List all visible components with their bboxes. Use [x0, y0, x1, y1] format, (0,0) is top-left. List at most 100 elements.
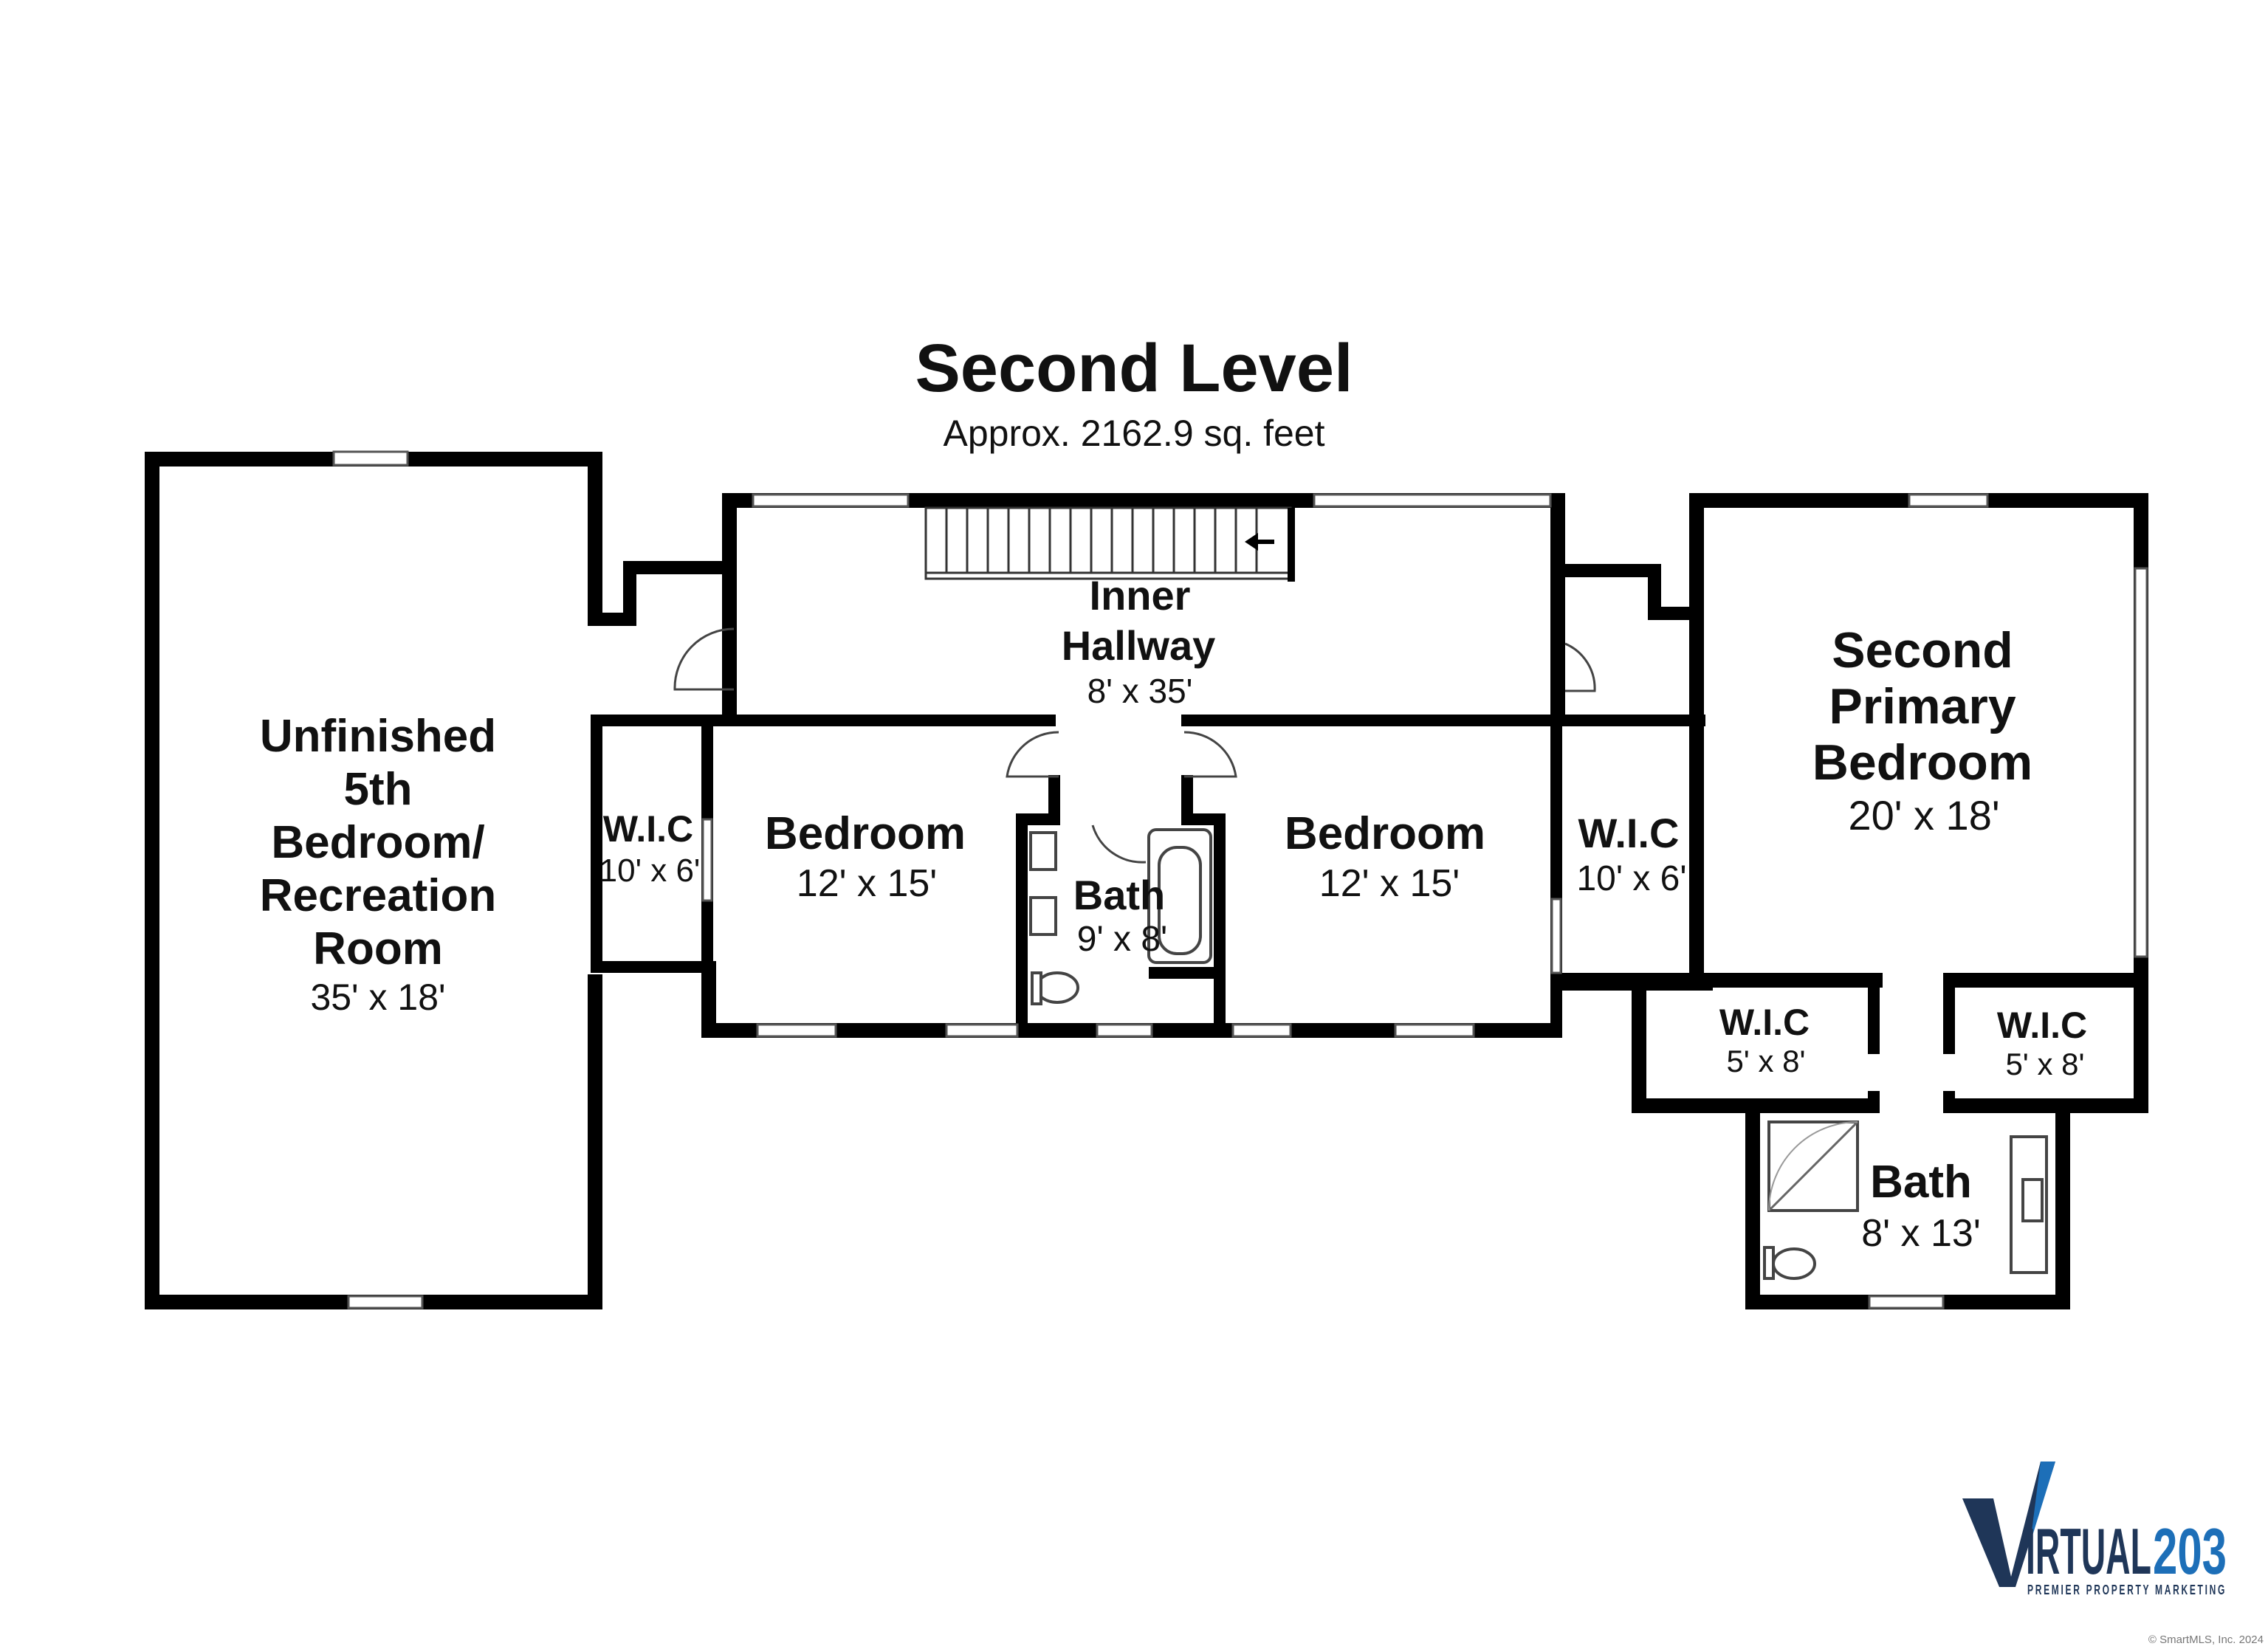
- plan-title: Second Level: [915, 331, 1353, 406]
- window: [1394, 1023, 1475, 1038]
- window: [1868, 1295, 1945, 1309]
- door: [1183, 731, 1237, 778]
- wall: [1943, 1098, 2148, 1113]
- wall: [1550, 493, 1565, 715]
- wall: [588, 452, 602, 620]
- wall: [1689, 493, 1704, 991]
- wall: [1632, 973, 1646, 1113]
- window: [1096, 1023, 1153, 1038]
- room-bath-center: Bath 9' x 8': [1073, 872, 1167, 959]
- room-dims: 35' x 18': [310, 977, 445, 1018]
- wall: [1048, 775, 1060, 825]
- wall: [1181, 715, 1705, 726]
- sink-icon: [1029, 831, 1057, 871]
- logo-word: IRTUAL: [2026, 1515, 2151, 1588]
- room-dims: 8' x 13': [1861, 1212, 1981, 1255]
- window: [756, 1023, 837, 1038]
- room-wic-right: W.I.C 10' x 6': [1576, 810, 1686, 898]
- room-bedroom-right: Bedroom 12' x 15': [1285, 808, 1485, 905]
- room-name: Bath: [1870, 1157, 1972, 1208]
- room-bedroom-left: Bedroom 12' x 15': [765, 808, 966, 905]
- window: [1231, 1023, 1292, 1038]
- window: [347, 1295, 424, 1309]
- wall: [1632, 973, 1883, 988]
- wall: [591, 715, 602, 971]
- room-wic-primary-right: W.I.C 5' x 8': [1997, 1005, 2087, 1081]
- wall: [1943, 973, 2148, 988]
- plan-subtitle: Approx. 2162.9 sq. feet: [943, 413, 1324, 454]
- fixtures: [1029, 828, 2048, 1280]
- logo-number: 203: [2153, 1515, 2227, 1588]
- door: [1091, 824, 1147, 864]
- room-name-line: Second: [1832, 622, 2013, 678]
- room-dims: 12' x 15': [1319, 862, 1460, 905]
- door: [1006, 731, 1059, 778]
- wall: [1214, 813, 1226, 1038]
- room-name-line: Unfinished: [260, 711, 496, 762]
- room-name: Bath: [1073, 872, 1165, 918]
- room-name-line: Primary: [1829, 678, 2016, 734]
- room-name: W.I.C: [1719, 1002, 1810, 1043]
- window: [1313, 493, 1552, 508]
- window: [701, 818, 713, 902]
- door: [673, 627, 735, 691]
- wall: [2055, 1098, 2070, 1309]
- window: [2134, 567, 2148, 958]
- room-primary-bedroom: Second Primary Bedroom 20' x 18': [1812, 622, 2032, 839]
- copyright-text: © SmartMLS, Inc. 2024: [2148, 1633, 2264, 1646]
- logo-tagline: PREMIER PROPERTY MARKETING: [2027, 1583, 2227, 1597]
- wall: [701, 961, 716, 1038]
- wall: [591, 715, 1056, 726]
- room-name: W.I.C: [603, 808, 693, 850]
- arrow-left-icon: [1245, 533, 1274, 551]
- room-dims: 10' x 6': [1576, 859, 1686, 898]
- room-dims: 8' x 35': [1087, 672, 1193, 710]
- window: [1550, 898, 1562, 974]
- room-wic-primary-left: W.I.C 5' x 8': [1719, 1002, 1810, 1078]
- stairs: [924, 506, 1295, 582]
- room-name-line: Bedroom: [1812, 734, 2032, 791]
- wall: [1550, 564, 1661, 577]
- window: [1908, 493, 1989, 508]
- wall: [1943, 1091, 1955, 1113]
- window: [752, 493, 910, 508]
- window: [332, 450, 409, 467]
- room-dims: 12' x 15': [797, 862, 937, 905]
- room-name: Bedroom: [765, 808, 966, 859]
- toilet-icon: [1772, 1247, 1816, 1280]
- room-name-line: Inner: [1090, 572, 1191, 619]
- room-dims: 9' x 8': [1077, 920, 1167, 959]
- wall: [1868, 1091, 1880, 1113]
- room-dims: 20' x 18': [1848, 792, 1999, 839]
- room-name: W.I.C: [1997, 1005, 2087, 1046]
- room-hallway: Inner Hallway 8' x 35': [1062, 572, 1216, 710]
- wall: [1648, 607, 1694, 620]
- room-wic-left: W.I.C 10' x 6': [599, 808, 701, 889]
- room-name-line: 5th: [344, 764, 413, 815]
- room-name-line: Room: [313, 923, 443, 974]
- wall: [1745, 1098, 1760, 1309]
- room-name-line: Bedroom/: [271, 817, 484, 868]
- room-name: W.I.C: [1578, 810, 1680, 856]
- wall: [722, 493, 737, 715]
- wall: [1648, 564, 1661, 620]
- wall: [1181, 775, 1193, 825]
- virtual203-logo: IRTUAL 203 PREMIER PROPERTY MARKETING: [1962, 1462, 2227, 1597]
- wall: [1868, 973, 1880, 1054]
- windows: [332, 450, 2148, 1309]
- door: [1564, 642, 1596, 692]
- wall: [588, 974, 602, 1309]
- doors: [673, 627, 1596, 864]
- room-name: Bedroom: [1285, 808, 1485, 859]
- wall: [1149, 967, 1226, 979]
- sink-icon: [1029, 896, 1057, 936]
- wall: [591, 961, 709, 973]
- wall: [623, 561, 636, 626]
- wall: [1016, 813, 1028, 1038]
- wall: [1943, 973, 1955, 1054]
- room-name-line: Recreation: [260, 870, 496, 921]
- room-unfinished: Unfinished 5th Bedroom/ Recreation Room …: [260, 711, 496, 1018]
- window: [945, 1023, 1019, 1038]
- wall: [145, 452, 159, 1309]
